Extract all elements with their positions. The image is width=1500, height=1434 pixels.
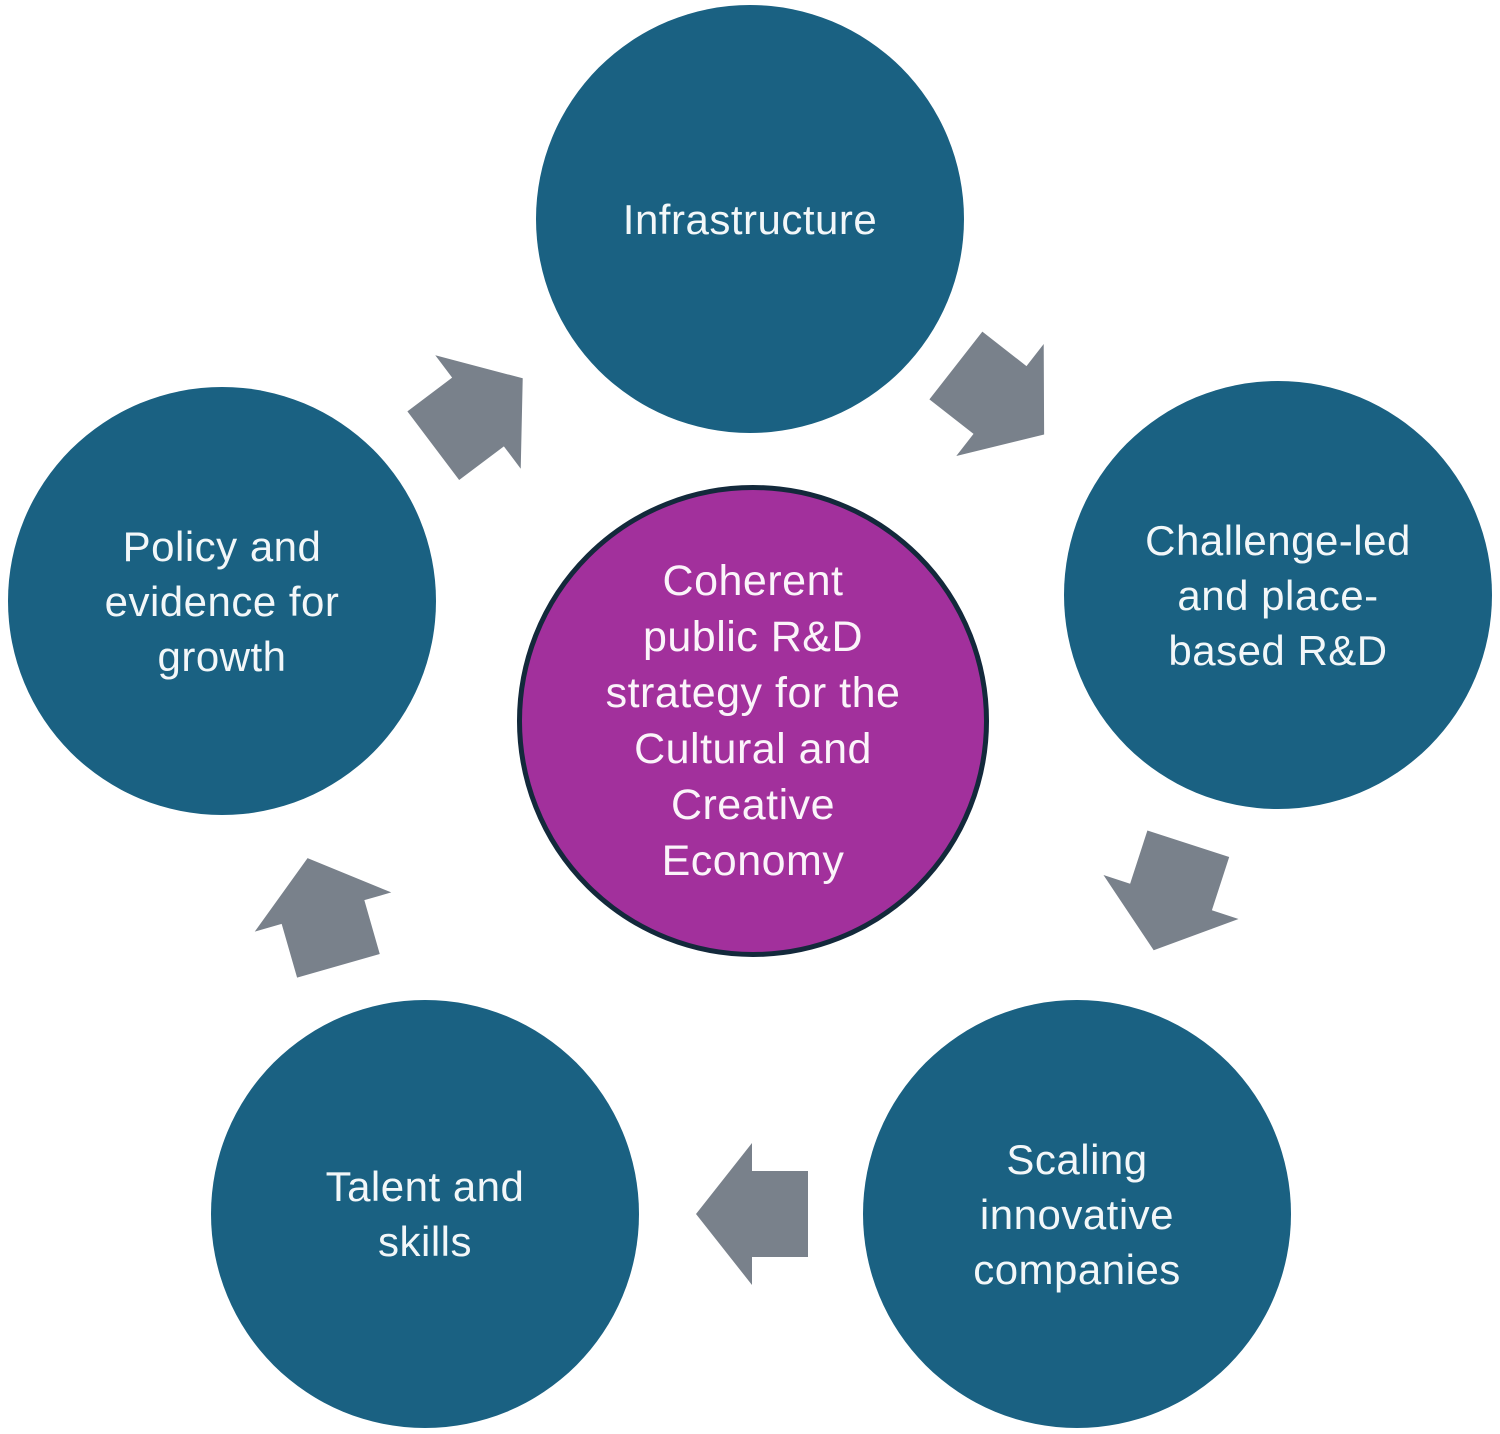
- node-scaling-label: Scaling innovative companies: [973, 1135, 1181, 1293]
- node-talent-label: Talent and skills: [325, 1163, 525, 1265]
- center-hub-label: Coherent public R&D strategy for the Cul…: [605, 557, 901, 885]
- node-talent-and-skills: Talent and skills: [211, 1000, 639, 1428]
- arrow-policy-to-infrastructure-icon: [407, 355, 523, 481]
- arrow-infrastructure-to-challenge-icon: [929, 331, 1045, 456]
- center-hub: Coherent public R&D strategy for the Cul…: [517, 485, 989, 957]
- node-scaling-innovative-companies: Scaling innovative companies: [863, 1000, 1291, 1428]
- arrow-challenge-to-scaling-icon: [1103, 830, 1239, 951]
- node-policy-and-evidence-for-growth: Policy and evidence for growth: [8, 387, 436, 815]
- arrow-scaling-to-talent-icon: [696, 1143, 808, 1285]
- node-challenge-led-label: Challenge-led and place- based R&D: [1145, 516, 1411, 674]
- arrow-talent-to-policy-icon: [254, 858, 392, 978]
- node-infrastructure-label: Infrastructure: [622, 195, 878, 243]
- node-policy-label: Policy and evidence for growth: [104, 522, 340, 680]
- node-infrastructure: Infrastructure: [536, 5, 964, 433]
- node-challenge-led-place-based-rd: Challenge-led and place- based R&D: [1064, 381, 1492, 809]
